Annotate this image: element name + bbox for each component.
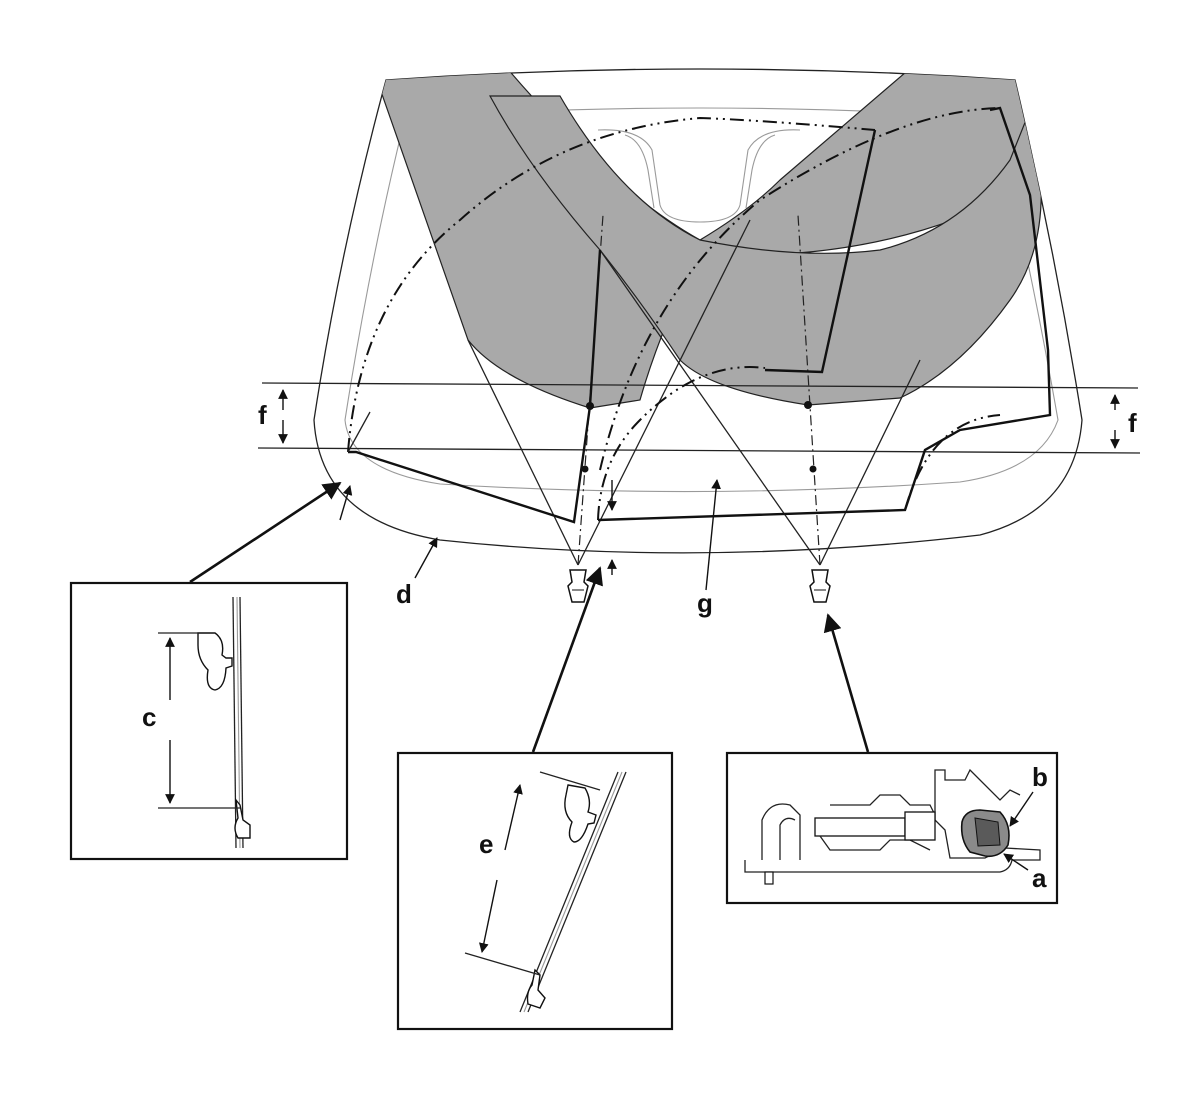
label-f-left: f <box>258 400 267 430</box>
label-e: e <box>479 829 493 859</box>
leader-to-detail-nozzle <box>823 613 870 753</box>
label-c: c <box>142 702 156 732</box>
detail-box-c <box>69 581 349 861</box>
windshield-glass <box>313 68 1083 554</box>
wiper-sweep-area-right <box>597 106 1052 522</box>
detail-box-nozzle <box>725 751 1059 905</box>
label-d: d <box>396 579 412 609</box>
edge-arrow-left <box>339 485 353 521</box>
leader-d <box>414 537 438 579</box>
f-reference-lines <box>257 382 1141 454</box>
spray-band-right <box>488 95 1042 406</box>
leader-to-detail-e <box>531 566 603 753</box>
detail-box-e <box>396 751 674 1031</box>
washer-nozzle-left <box>567 569 589 603</box>
spray-pattern-bands <box>369 69 1082 409</box>
leader-to-detail-c <box>189 481 342 584</box>
wiper-sweep-area-left <box>347 116 876 524</box>
washer-nozzle-right <box>809 569 831 603</box>
label-b: b <box>1032 762 1048 792</box>
label-a: a <box>1032 863 1047 893</box>
label-g: g <box>697 588 713 618</box>
leader-g <box>705 479 721 591</box>
label-f-right: f <box>1128 408 1137 438</box>
